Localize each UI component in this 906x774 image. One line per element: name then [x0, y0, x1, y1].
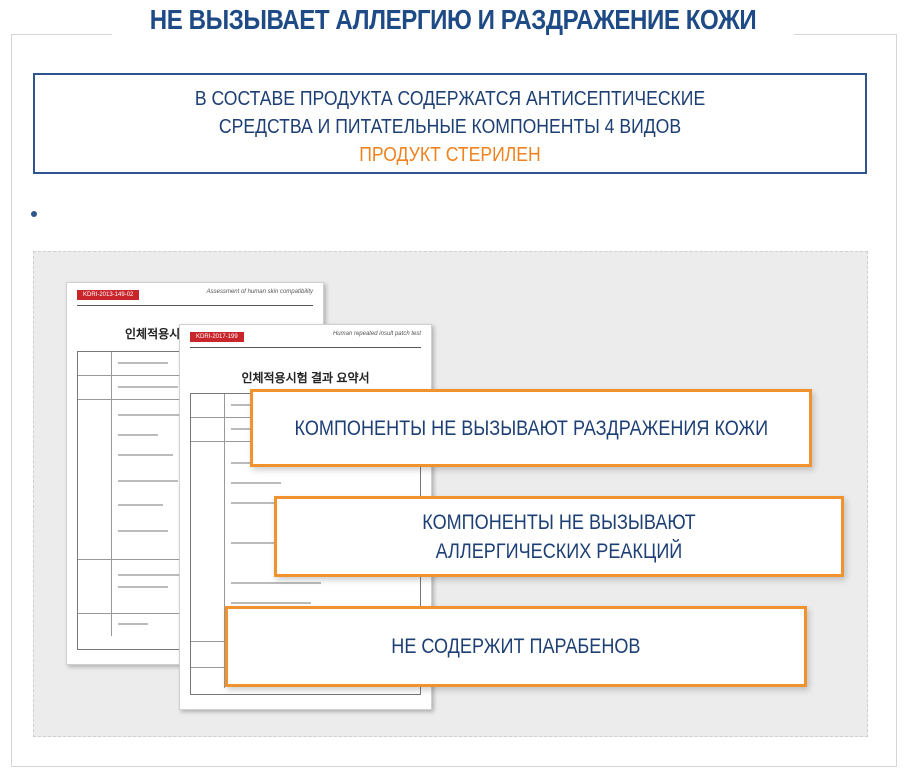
info-line-2: СРЕДСТВА И ПИТАТЕЛЬНЫЕ КОМПОНЕНТЫ 4 ВИДО… [218, 116, 682, 138]
table-cell [78, 614, 112, 636]
info-box: В СОСТАВЕ ПРОДУКТА СОДЕРЖАТСЯ АНТИСЕПТИЧ… [33, 73, 867, 174]
callout-text: НЕ СОДЕРЖИТ ПАРАБЕНОВ [391, 635, 641, 658]
callout-text: КОМПОНЕНТЫ НЕ ВЫЗЫВАЮТ РАЗДРАЖЕНИЯ КОЖИ [294, 416, 768, 440]
table-cell [78, 400, 112, 559]
title-backdrop [112, 20, 794, 50]
table-cell [78, 560, 112, 613]
table-cell [191, 642, 225, 667]
callout-no-allergy: КОМПОНЕНТЫ НЕ ВЫЗЫВАЮТ АЛЛЕРГИЧЕСКИХ РЕА… [274, 496, 844, 577]
document-rule [190, 347, 421, 348]
document-title: 인체적용시 [125, 327, 181, 341]
table-cell [191, 394, 225, 417]
info-line-sterile: ПРОДУКТ СТЕРИЛЕН [359, 144, 541, 166]
table-cell [191, 442, 225, 641]
callout-text-line-1: КОМПОНЕНТЫ НЕ ВЫЗЫВАЮТ [422, 510, 696, 534]
table-cell [78, 352, 112, 375]
info-line-1: В СОСТАВЕ ПРОДУКТА СОДЕРЖАТСЯ АНТИСЕПТИЧ… [194, 88, 706, 110]
bullet-dot [31, 211, 37, 217]
callout-text-line-2: АЛЛЕРГИЧЕСКИХ РЕАКЦИЙ [435, 539, 683, 563]
document-header: Human repeated insult patch test [332, 331, 421, 337]
table-cell [78, 376, 112, 399]
document-code-tag: KDRI-2017-199 [190, 332, 244, 342]
document-code-tag: KDRI-2013-149-02 [77, 290, 140, 300]
document-title: 인체적용시험 결과 요약서 [241, 371, 370, 385]
callout-text-block: КОМПОНЕНТЫ НЕ ВЫЗЫВАЮТ АЛЛЕРГИЧЕСКИХ РЕА… [400, 508, 718, 566]
document-rule [77, 305, 313, 306]
document-header: Assessment of human skin compatibility [206, 289, 313, 295]
callout-no-irritation: КОМПОНЕНТЫ НЕ ВЫЗЫВАЮТ РАЗДРАЖЕНИЯ КОЖИ [250, 389, 812, 467]
table-cell [191, 668, 225, 688]
callout-no-parabens: НЕ СОДЕРЖИТ ПАРАБЕНОВ [225, 606, 807, 687]
page-title: НЕ ВЫЗЫВАЕТ АЛЛЕРГИЮ И РАЗДРАЖЕНИЕ КОЖИ [149, 4, 757, 35]
table-cell [191, 418, 225, 441]
